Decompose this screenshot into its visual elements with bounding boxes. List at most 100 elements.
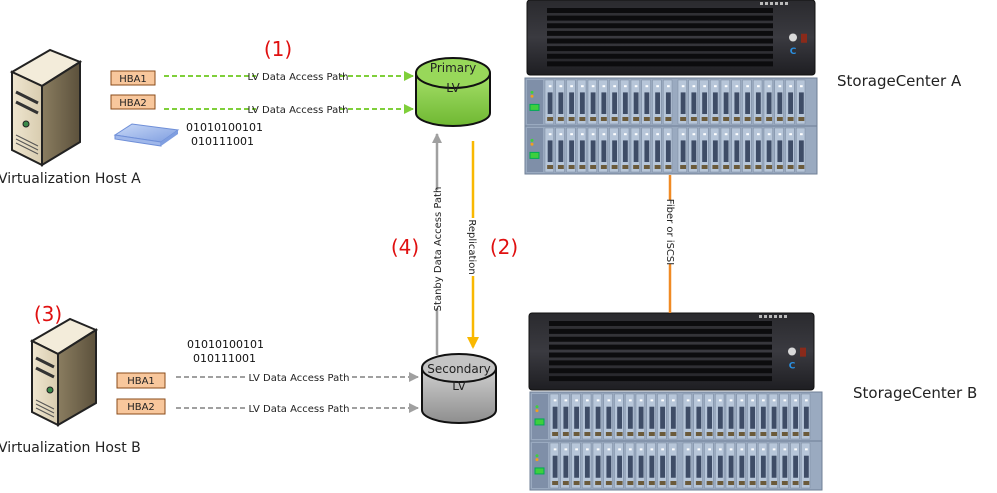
drive-bay	[801, 442, 811, 489]
vent-slot	[547, 8, 773, 13]
drive-bay	[715, 442, 725, 489]
drive-bay	[736, 442, 746, 489]
primary-lv-cylinder: Primary LV	[415, 57, 491, 127]
power-led	[534, 467, 545, 475]
drive-bay	[699, 79, 709, 125]
server-tower-icon	[9, 48, 83, 167]
drive-bay	[790, 393, 800, 440]
binary-data-line-1: 01010100101	[186, 121, 263, 134]
enclosure-control-panel	[527, 80, 543, 124]
status-led	[780, 2, 783, 5]
secondary-lv-label-1: Secondary	[427, 362, 491, 376]
drive-bay	[758, 393, 768, 440]
drive-bay	[598, 79, 608, 125]
path-label: LV Data Access Path	[248, 72, 349, 83]
drive-bay	[641, 127, 651, 173]
drive-bay	[801, 393, 811, 440]
step-marker-2: (2)	[490, 235, 518, 259]
drive-enclosure	[529, 391, 823, 442]
drive-bay	[753, 127, 763, 173]
path-label: LV Data Access Path	[249, 373, 350, 384]
drive-bay	[598, 127, 608, 173]
drive-bay	[663, 127, 673, 173]
drive-bay	[742, 127, 752, 173]
step-marker-4: (4)	[391, 235, 419, 259]
drive-bay	[725, 393, 735, 440]
lock-icon	[788, 347, 796, 356]
drive-bay	[657, 442, 667, 489]
drive-bay	[603, 442, 613, 489]
vent-slot	[549, 368, 772, 374]
host-b-access-path-2: LV Data Access Path	[176, 403, 419, 415]
drive-bay	[668, 442, 678, 489]
drive-bay	[577, 127, 587, 173]
drive-bay	[768, 393, 778, 440]
vent-slot	[547, 30, 773, 36]
drive-bay	[682, 393, 692, 440]
status-led	[759, 315, 762, 318]
drive-bay	[646, 442, 656, 489]
drive-bay	[693, 393, 703, 440]
drive-bay	[763, 127, 773, 173]
vent-slot	[547, 46, 773, 52]
binary-data-line-2: 010111001	[193, 352, 256, 365]
host-a-access-path-1: LV Data Access Path	[164, 71, 414, 83]
drive-bay	[549, 442, 559, 489]
drive-bay	[571, 393, 581, 440]
hba2-label: HBA2	[119, 98, 147, 109]
drive-bay	[720, 79, 730, 125]
drive-enclosure	[524, 125, 818, 175]
drive-bay	[779, 442, 789, 489]
drive-bay	[720, 127, 730, 173]
latch-icon	[801, 33, 807, 43]
drive-bay	[785, 127, 795, 173]
drive-bay	[731, 79, 741, 125]
drive-enclosure	[529, 440, 823, 491]
drive-bay	[625, 393, 635, 440]
drive-bay	[704, 393, 714, 440]
status-led	[774, 315, 777, 318]
secondary-lv-label-2: LV	[452, 379, 466, 393]
step-marker-1: (1)	[264, 37, 292, 61]
drive-bay	[774, 79, 784, 125]
vent-slot	[549, 360, 772, 366]
vent-slot	[549, 336, 772, 342]
drive-bay	[614, 393, 624, 440]
hba2-label: HBA2	[127, 402, 155, 413]
hba2-port: HBA2	[116, 398, 166, 415]
enclosure-control-panel	[532, 443, 548, 488]
drive-bay	[652, 127, 662, 173]
drive-bay	[646, 393, 656, 440]
storage-center-a-array: C	[524, 0, 818, 175]
compellent-logo-icon: C	[790, 47, 797, 57]
drive-bay	[682, 442, 692, 489]
status-led	[775, 2, 778, 5]
drive-bay	[555, 127, 565, 173]
vent-slot	[549, 352, 772, 358]
drive-bay	[603, 393, 613, 440]
enclosure-control-panel	[527, 128, 543, 172]
status-led	[785, 2, 788, 5]
drive-bay	[693, 442, 703, 489]
drive-bay	[609, 79, 619, 125]
vent-slot	[549, 344, 772, 350]
vent-slot	[547, 61, 773, 67]
power-led	[529, 151, 540, 159]
power-led	[529, 103, 540, 111]
drive-bay	[582, 393, 592, 440]
hba1-port: HBA1	[116, 372, 166, 389]
host-a-label: Virtualization Host A	[0, 171, 141, 187]
drive-bay	[742, 79, 752, 125]
drive-bay	[587, 79, 597, 125]
drive-bay	[549, 393, 559, 440]
vent-slot	[549, 376, 772, 382]
path-label: LV Data Access Path	[248, 105, 349, 116]
drive-bay	[582, 442, 592, 489]
drive-bay	[699, 127, 709, 173]
vent-slot	[549, 321, 772, 326]
drive-bay	[677, 79, 687, 125]
controller-chassis: C	[528, 312, 815, 391]
hba1-label: HBA1	[127, 376, 155, 387]
host-b-access-path-1: LV Data Access Path	[176, 372, 419, 384]
